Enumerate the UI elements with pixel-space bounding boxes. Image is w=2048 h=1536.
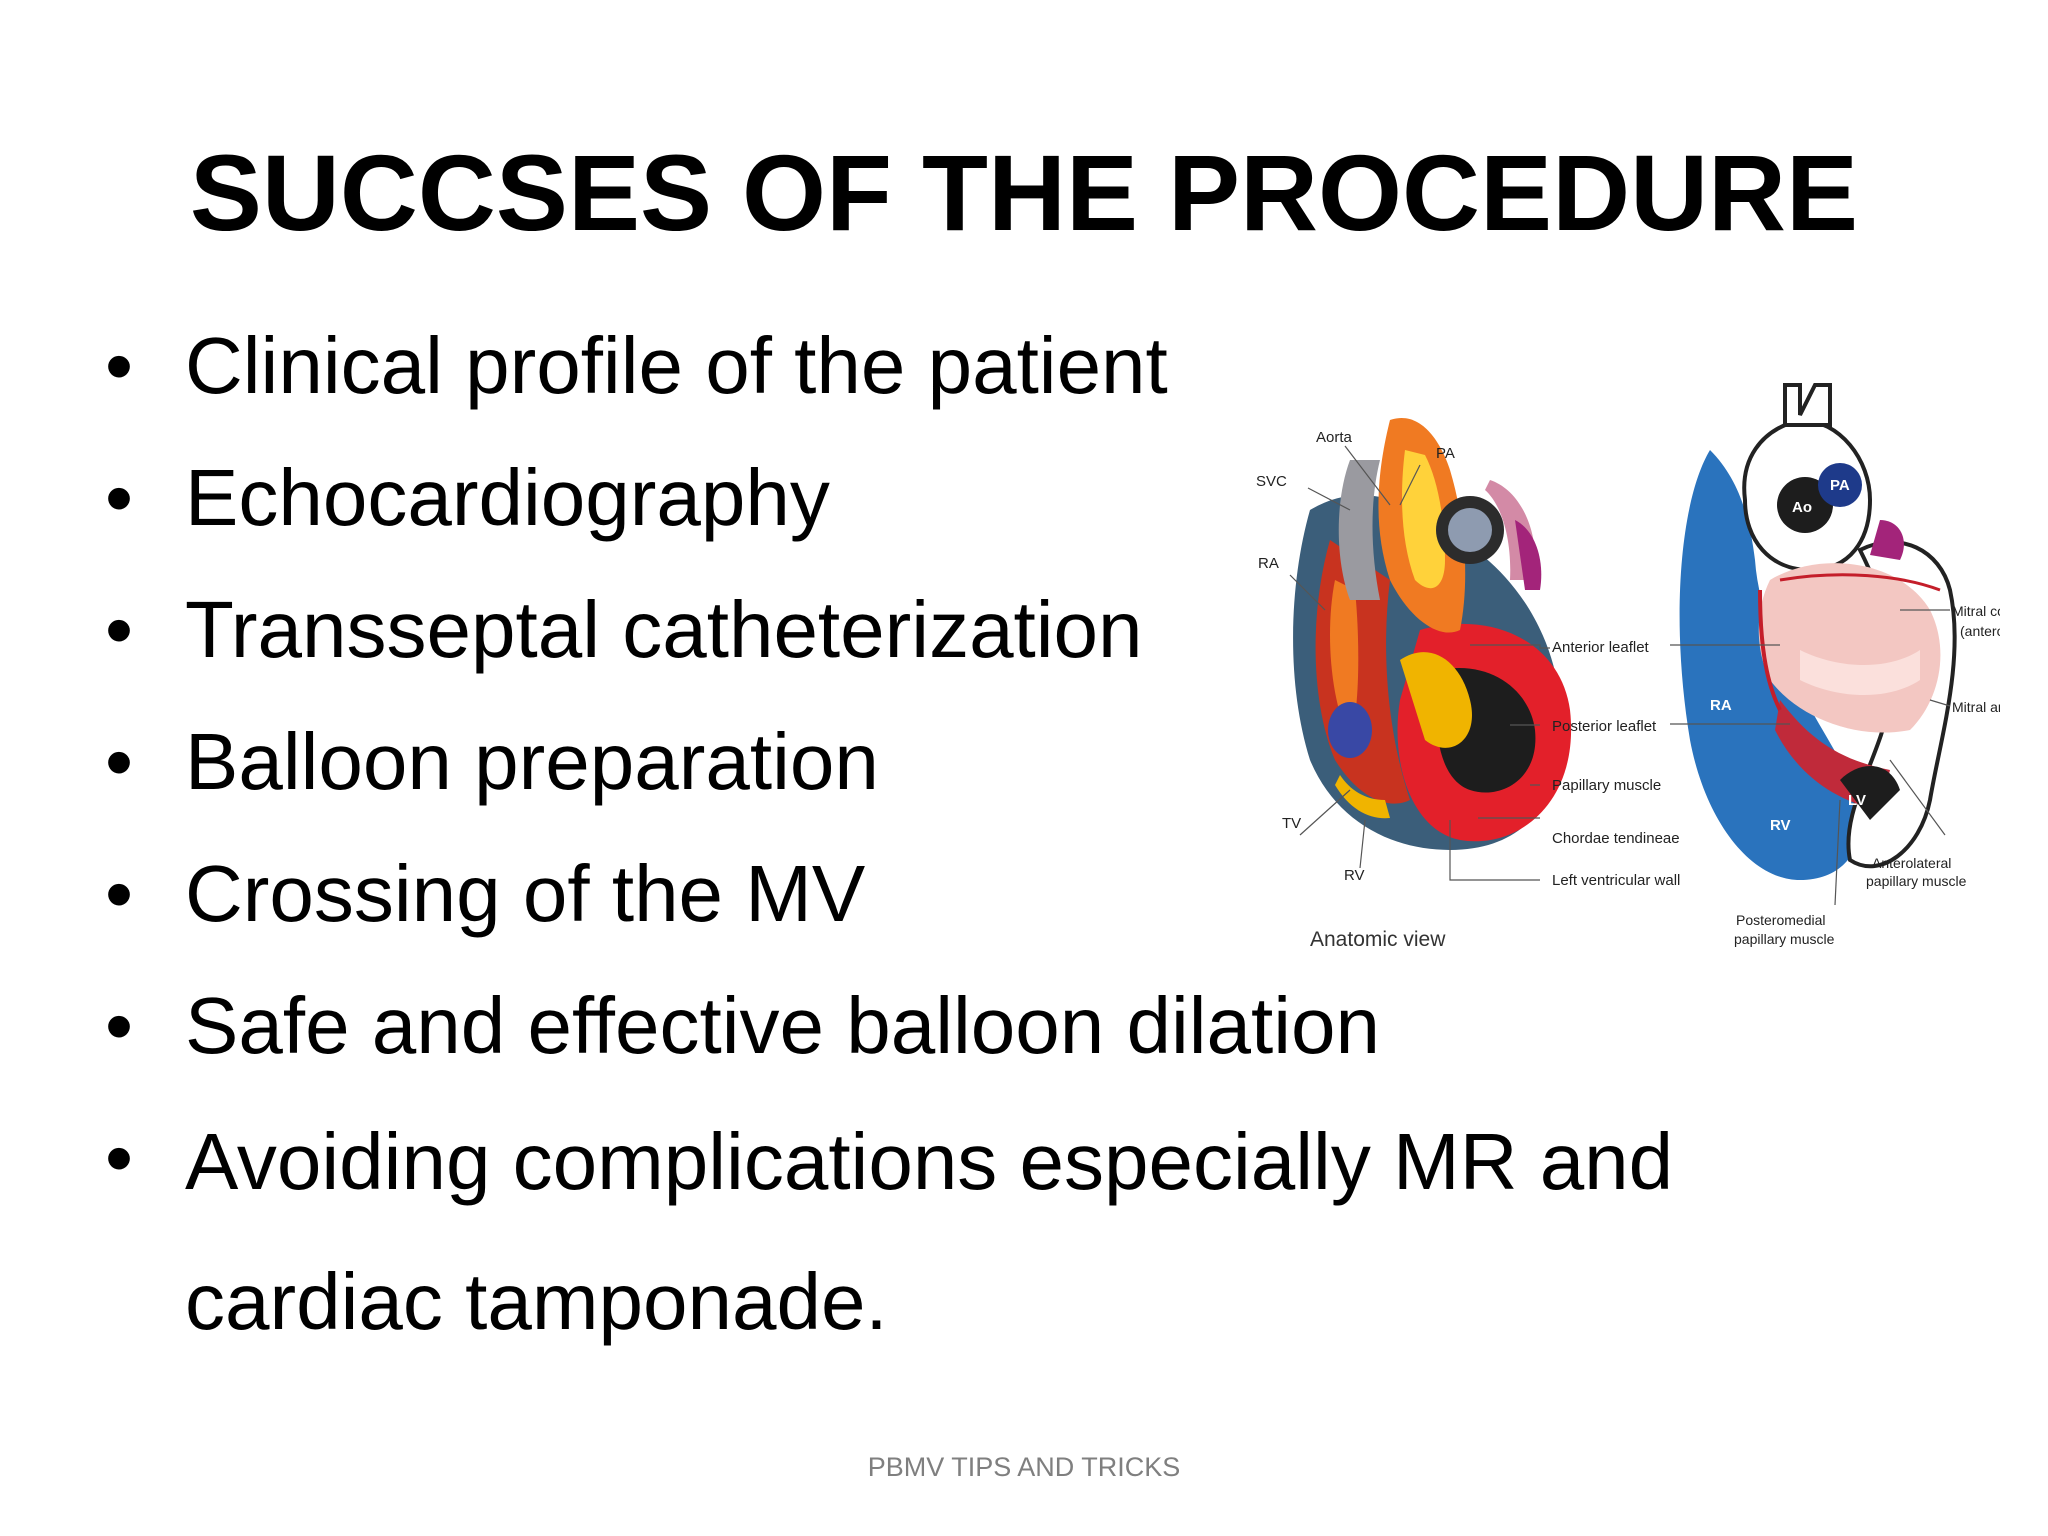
cross-section-leader-lines	[1670, 609, 1951, 906]
label-lv: LV	[1848, 792, 1866, 809]
list-item: • Clinical profile of the patient	[105, 300, 1805, 432]
bullet-dot: •	[105, 981, 134, 1070]
bullet-text: Avoiding complications especially MR and…	[185, 1117, 1674, 1346]
label-anatomic-view: Anatomic view	[1310, 928, 1446, 951]
anatomic-heart-image	[1293, 418, 1572, 850]
anatomic-leader-lines	[1289, 445, 1550, 881]
heart-diagram: Aorta PA SVC RA TV RV Anatomic view Ante…	[1256, 383, 2000, 951]
label-svc: SVC	[1256, 473, 1287, 490]
label-rv-right: RV	[1770, 817, 1791, 834]
label-posterior-leaflet: Posterior leaflet	[1552, 718, 1657, 735]
heart-anatomy-figure: Aorta PA SVC RA TV RV Anatomic view Ante…	[1240, 380, 2000, 970]
bullet-dot: •	[105, 717, 134, 806]
label-rv: RV	[1344, 867, 1365, 884]
label-ao: Ao	[1792, 499, 1812, 516]
bullet-text: Crossing of the MV	[185, 849, 866, 938]
list-item: • Transseptal catheterization	[105, 564, 1805, 696]
bullet-dot: •	[105, 453, 134, 542]
cross-section-heart-image	[1679, 383, 1957, 880]
label-tv: TV	[1282, 815, 1301, 832]
bullet-text: Transseptal catheterization	[185, 585, 1143, 674]
label-anterolateral-sub: papillary muscle	[1866, 873, 1967, 889]
label-mitral-commissure: Mitral commissure	[1952, 603, 2000, 619]
bullet-text: Balloon preparation	[185, 717, 879, 806]
label-papillary-muscle: Papillary muscle	[1552, 777, 1661, 794]
label-pa: PA	[1436, 445, 1455, 462]
bullet-dot: •	[105, 321, 134, 410]
list-item: • Balloon preparation	[105, 696, 1805, 828]
bullet-text: Echocardiography	[185, 453, 830, 542]
label-posteromedial: Posteromedial	[1736, 912, 1826, 928]
label-ra-right: RA	[1710, 697, 1732, 714]
label-anterolateral: Anterolateral	[1872, 855, 1951, 871]
label-mitral-commissure-sub: (anterolateral)	[1960, 623, 2000, 639]
bullet-dot: •	[105, 1113, 134, 1202]
label-left-ventricular-wall: Left ventricular wall	[1552, 872, 1680, 889]
label-posteromedial-sub: papillary muscle	[1734, 931, 1835, 947]
label-anterior-leaflet: Anterior leaflet	[1552, 639, 1650, 656]
bullet-list: • Clinical profile of the patient • Echo…	[105, 300, 1805, 1372]
label-mitral-annulus: Mitral annulus	[1952, 699, 2000, 715]
label-pa-right: PA	[1830, 477, 1850, 494]
label-ra: RA	[1258, 555, 1279, 572]
list-item: • Crossing of the MV	[105, 828, 1805, 960]
bullet-text: Safe and effective balloon dilation	[185, 981, 1380, 1070]
list-item: • Echocardiography	[105, 432, 1805, 564]
slide-title: SUCCSES OF THE PROCEDURE	[189, 132, 1859, 253]
bullet-text: Clinical profile of the patient	[185, 321, 1168, 410]
bullet-dot: •	[105, 585, 134, 674]
label-aorta: Aorta	[1316, 429, 1353, 446]
list-item: • Avoiding complications especially MR a…	[105, 1092, 1705, 1372]
slide-footer: PBMV TIPS AND TRICKS	[867, 1452, 1181, 1482]
list-item: • Safe and effective balloon dilation	[105, 960, 1805, 1092]
bullet-dot: •	[105, 849, 134, 938]
label-chordae-tendineae: Chordae tendineae	[1552, 830, 1680, 847]
